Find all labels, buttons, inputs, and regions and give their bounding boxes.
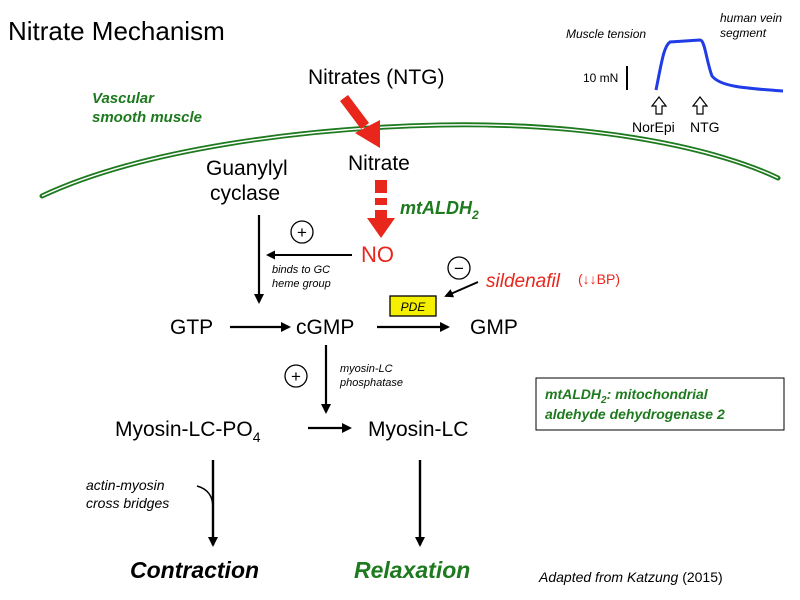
legend-line1: mtALDH2: mitochondrial [545,386,709,406]
entry-arrow-head [355,120,380,148]
source-credit: Adapted from Katzung (2015) [538,569,723,585]
legend-mtaldh-subscript: 2 [600,395,607,406]
pde-box [389,295,437,317]
nitrates-label: Nitrates (NTG) [308,66,445,89]
inset-caption: Muscle tension [566,27,646,41]
nitrate-label: Nitrate [348,152,410,175]
membrane-label-line2: smooth muscle [92,109,202,126]
mtaldh-text: mtALDH [400,198,473,218]
inset-sample-line1: human vein [720,11,782,25]
legend-line2: aldehyde dehydrogenase 2 [545,406,725,422]
conversion-dash-1 [375,180,387,193]
norepi-label: NorEpi [632,119,675,135]
ntg-label: NTG [690,119,720,135]
mtaldh-subscript: 2 [471,208,479,222]
phosphatase-line2: phosphatase [339,377,403,389]
diagram-title: Nitrate Mechanism [8,16,225,46]
membrane-inner-line [41,124,779,197]
conversion-dash-2 [375,198,387,205]
gmp-label: GMP [470,316,518,339]
no-label: NO [361,242,394,267]
tension-inset: Muscle tension human vein segment 10 mN … [566,11,784,135]
inhibition-minus-symbol: − [454,259,464,278]
tension-trace [654,38,784,93]
membrane-outer-line [39,122,781,199]
contraction-label: Contraction [130,557,259,583]
actin-myosin-line2: cross bridges [86,495,169,511]
myosin-lc-po4-subscript: 4 [253,429,261,445]
conversion-arrow-head [367,218,395,238]
phosphatase-line1: myosin-LC [340,363,393,375]
legend-box [535,377,785,431]
relaxation-label: Relaxation [354,557,470,583]
myosin-lc-po4-text: Myosin-LC-PO [115,418,253,441]
credit-year: (2015) [678,569,722,585]
stimulation-plus-symbol: + [297,223,307,242]
conversion-dash-3 [375,210,387,218]
credit-prefix: Adapted from [538,569,627,585]
pde-label: PDE [401,300,427,314]
stimulation-plus-icon [290,220,314,244]
binds-gc-line2: heme group [272,278,331,290]
entry-arrow [340,95,380,148]
sildenafil-label: sildenafil [486,271,561,292]
myosin-lc-label: Myosin-LC [368,418,468,441]
credit-author: Katzung [627,569,679,585]
legend-definition-text: : mitochondrial [607,386,709,402]
conversion-arrow [367,180,395,238]
actin-myosin-line1: actin-myosin [86,477,165,493]
inset-scale-label: 10 mN [583,71,618,85]
guanylyl-cyclase-line2: cyclase [210,182,280,205]
legend-mtaldh-text: mtALDH [545,386,602,402]
binds-gc-line1: binds to GC [272,264,330,276]
cell-membrane [39,122,781,199]
inset-sample-line2: segment [720,26,767,40]
norepi-arrow-icon [650,96,668,115]
guanylyl-cyclase-line1: Guanylyl [206,157,288,180]
bp-label: (↓↓BP) [578,271,620,287]
mtaldh-label: mtALDH2 [400,198,479,222]
phosphatase-plus-icon [284,364,308,388]
inhibition-minus-icon [447,256,471,280]
ntg-arrow-icon [691,96,709,115]
membrane-label-line1: Vascular [92,90,155,107]
entry-arrow-shaft [340,95,369,129]
cgmp-label: cGMP [296,316,354,339]
sildenafil-arrow [444,281,479,298]
gtp-label: GTP [170,316,213,339]
phosphatase-plus-symbol: + [291,367,301,386]
cross-bridge-connector [196,485,214,509]
myosin-lc-po4-label: Myosin-LC-PO4 [115,418,261,445]
